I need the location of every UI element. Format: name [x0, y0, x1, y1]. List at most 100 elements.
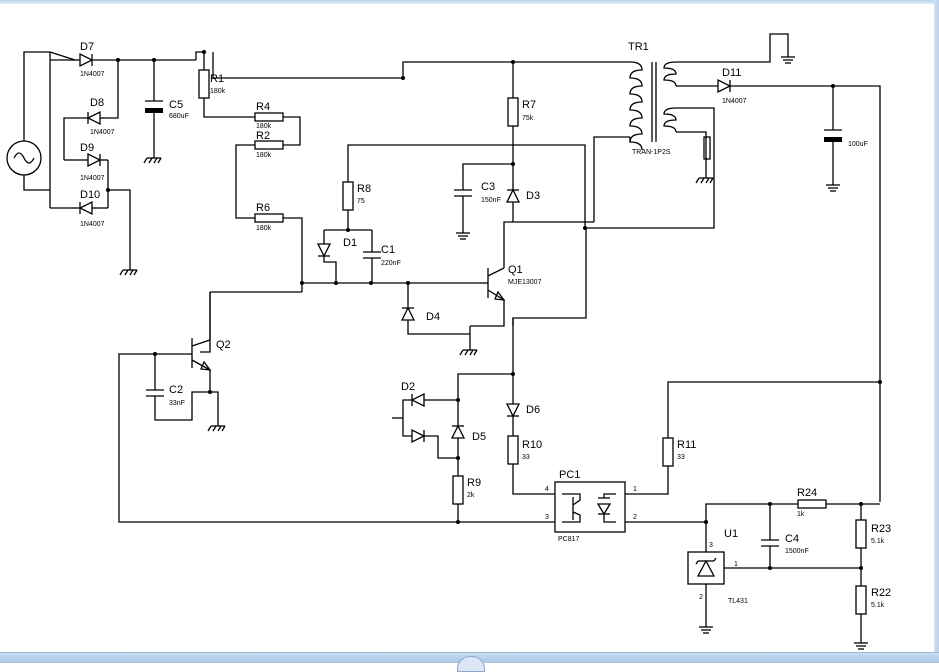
- pc1-pin-2: 2: [633, 514, 637, 521]
- r2-value: 180k: [256, 152, 272, 159]
- bottom-handle[interactable]: [457, 656, 485, 672]
- r8-label: R8: [357, 183, 371, 195]
- transistor-q2: Q2: [191, 338, 231, 371]
- r8-value: 75: [357, 198, 365, 205]
- regulator-u1: U1 TL431 3 1 2: [687, 522, 861, 620]
- c1-label: C1: [381, 244, 395, 256]
- r2-label: R2: [256, 130, 270, 142]
- d4-label: D4: [426, 311, 440, 323]
- r6-label: R6: [256, 202, 270, 214]
- r11-value: 33: [677, 454, 685, 461]
- diode-d2: D2: [392, 381, 458, 459]
- d8-value: 1N4007: [90, 129, 115, 136]
- r9-label: R9: [467, 477, 481, 489]
- diode-d8: D8 1N4007: [86, 97, 115, 136]
- d9-value: 1N4007: [80, 175, 105, 182]
- window-right-edge: [934, 0, 939, 663]
- d9-label: D9: [80, 142, 94, 154]
- r24-value: 1k: [797, 511, 805, 518]
- resistor-r7: R7 75k: [507, 62, 536, 127]
- r7-value: 75k: [522, 115, 534, 122]
- r22-label: R22: [871, 587, 891, 599]
- resistor-r1: R1 180k: [198, 69, 226, 99]
- c5-value: 680uF: [169, 113, 189, 120]
- r24-label: R24: [797, 487, 817, 499]
- window-top-edge: [0, 0, 939, 4]
- c4-value: 1500nF: [785, 548, 809, 555]
- capacitor-c1: C1 220nF: [363, 230, 401, 283]
- d11-value: 1N4007: [722, 98, 747, 105]
- resistor-r2: R2 180k: [254, 130, 284, 159]
- resistor-r9: R9 2k: [452, 475, 481, 505]
- d5-label: D5: [472, 431, 486, 443]
- r22-value: 5.1k: [871, 602, 885, 609]
- r7-label: R7: [522, 99, 536, 111]
- q1-label: Q1: [508, 264, 523, 276]
- tr1-value: TRAN-1P2S: [632, 149, 671, 156]
- r11-label: R11: [677, 439, 696, 451]
- d10-label: D10: [80, 189, 100, 201]
- pc1-pin-4: 4: [545, 486, 549, 493]
- u1-label: U1: [724, 528, 738, 540]
- r1-label: R1: [210, 73, 224, 85]
- resistor-r24: R24 1k: [797, 487, 827, 518]
- r4-label: R4: [256, 101, 270, 113]
- circuit-schematic: D7 1N4007 D8 1N4007 D9 1N4007 D10 1N4007: [6, 33, 891, 650]
- c1-value: 220nF: [381, 260, 401, 267]
- d8-label: D8: [90, 97, 104, 109]
- pc1-pin-3: 3: [545, 514, 549, 521]
- c3-value: 150nF: [481, 197, 501, 204]
- capacitor-c4: C4 1500nF: [761, 504, 809, 568]
- resistor-r4: R4 180k: [254, 101, 284, 130]
- diode-d11: D11 1N4007: [717, 67, 747, 105]
- diode-d3: D3: [505, 188, 540, 222]
- diode-d9: D9 1N4007: [80, 142, 105, 182]
- d7-label: D7: [80, 41, 94, 53]
- resistor-r23: R23 5.1k: [855, 504, 891, 549]
- d3-label: D3: [526, 190, 540, 202]
- r6-value: 180k: [256, 225, 272, 232]
- pc1-label: PC1: [559, 469, 580, 481]
- pc1-pin-1: 1: [633, 486, 637, 493]
- optocoupler-pc1: PC1 PC817 4 3 1 2: [545, 469, 637, 543]
- d2-label: D2: [401, 381, 415, 393]
- r23-label: R23: [871, 523, 891, 535]
- c5-label: C5: [169, 99, 183, 111]
- ac-source: [6, 140, 42, 176]
- capacitor-c3: C3 150nF: [454, 181, 501, 226]
- cout-value: 100uF: [848, 141, 868, 148]
- c2-value: 33nF: [169, 400, 185, 407]
- diode-d10: D10 1N4007: [75, 189, 105, 228]
- window-bottom-bar: [0, 652, 939, 672]
- diode-d6: D6: [505, 403, 540, 436]
- resistor-r22: R22 5.1k: [855, 585, 891, 615]
- resistor-r10: R10 33: [507, 435, 542, 465]
- u1-value: TL431: [728, 598, 748, 605]
- tr1-label: TR1: [628, 41, 649, 53]
- r1-value: 180k: [210, 88, 226, 95]
- u1-pin-3: 3: [709, 542, 713, 549]
- resistor-r6: R6 180k: [254, 202, 284, 232]
- r4-value: 180k: [256, 123, 272, 130]
- q2-label: Q2: [216, 339, 231, 351]
- d11-label: D11: [722, 67, 741, 79]
- c3-label: C3: [481, 181, 495, 193]
- r10-label: R10: [522, 439, 542, 451]
- diode-d1: D1: [316, 230, 357, 283]
- d1-label: D1: [343, 237, 357, 249]
- resistor-r8: R8 75: [342, 181, 371, 211]
- capacitor-c2: C2 33nF: [146, 354, 210, 421]
- capacitor-c5: C5 680uF: [145, 60, 189, 150]
- d7-value: 1N4007: [80, 71, 105, 78]
- d10-value: 1N4007: [80, 221, 105, 228]
- diode-d5: D5: [450, 424, 486, 476]
- transformer-tr1: TR1 TRAN-1P2S: [628, 41, 677, 156]
- c4-label: C4: [785, 533, 799, 545]
- r23-value: 5.1k: [871, 538, 885, 545]
- transistor-q1: Q1 MJE13007: [470, 264, 542, 327]
- resistor-r11: R11 33: [662, 437, 696, 467]
- c2-label: C2: [169, 384, 183, 396]
- diode-d7: D7 1N4007: [75, 41, 118, 78]
- u1-pin-2: 2: [699, 594, 703, 601]
- capacitor-output: 100uF: [824, 86, 868, 178]
